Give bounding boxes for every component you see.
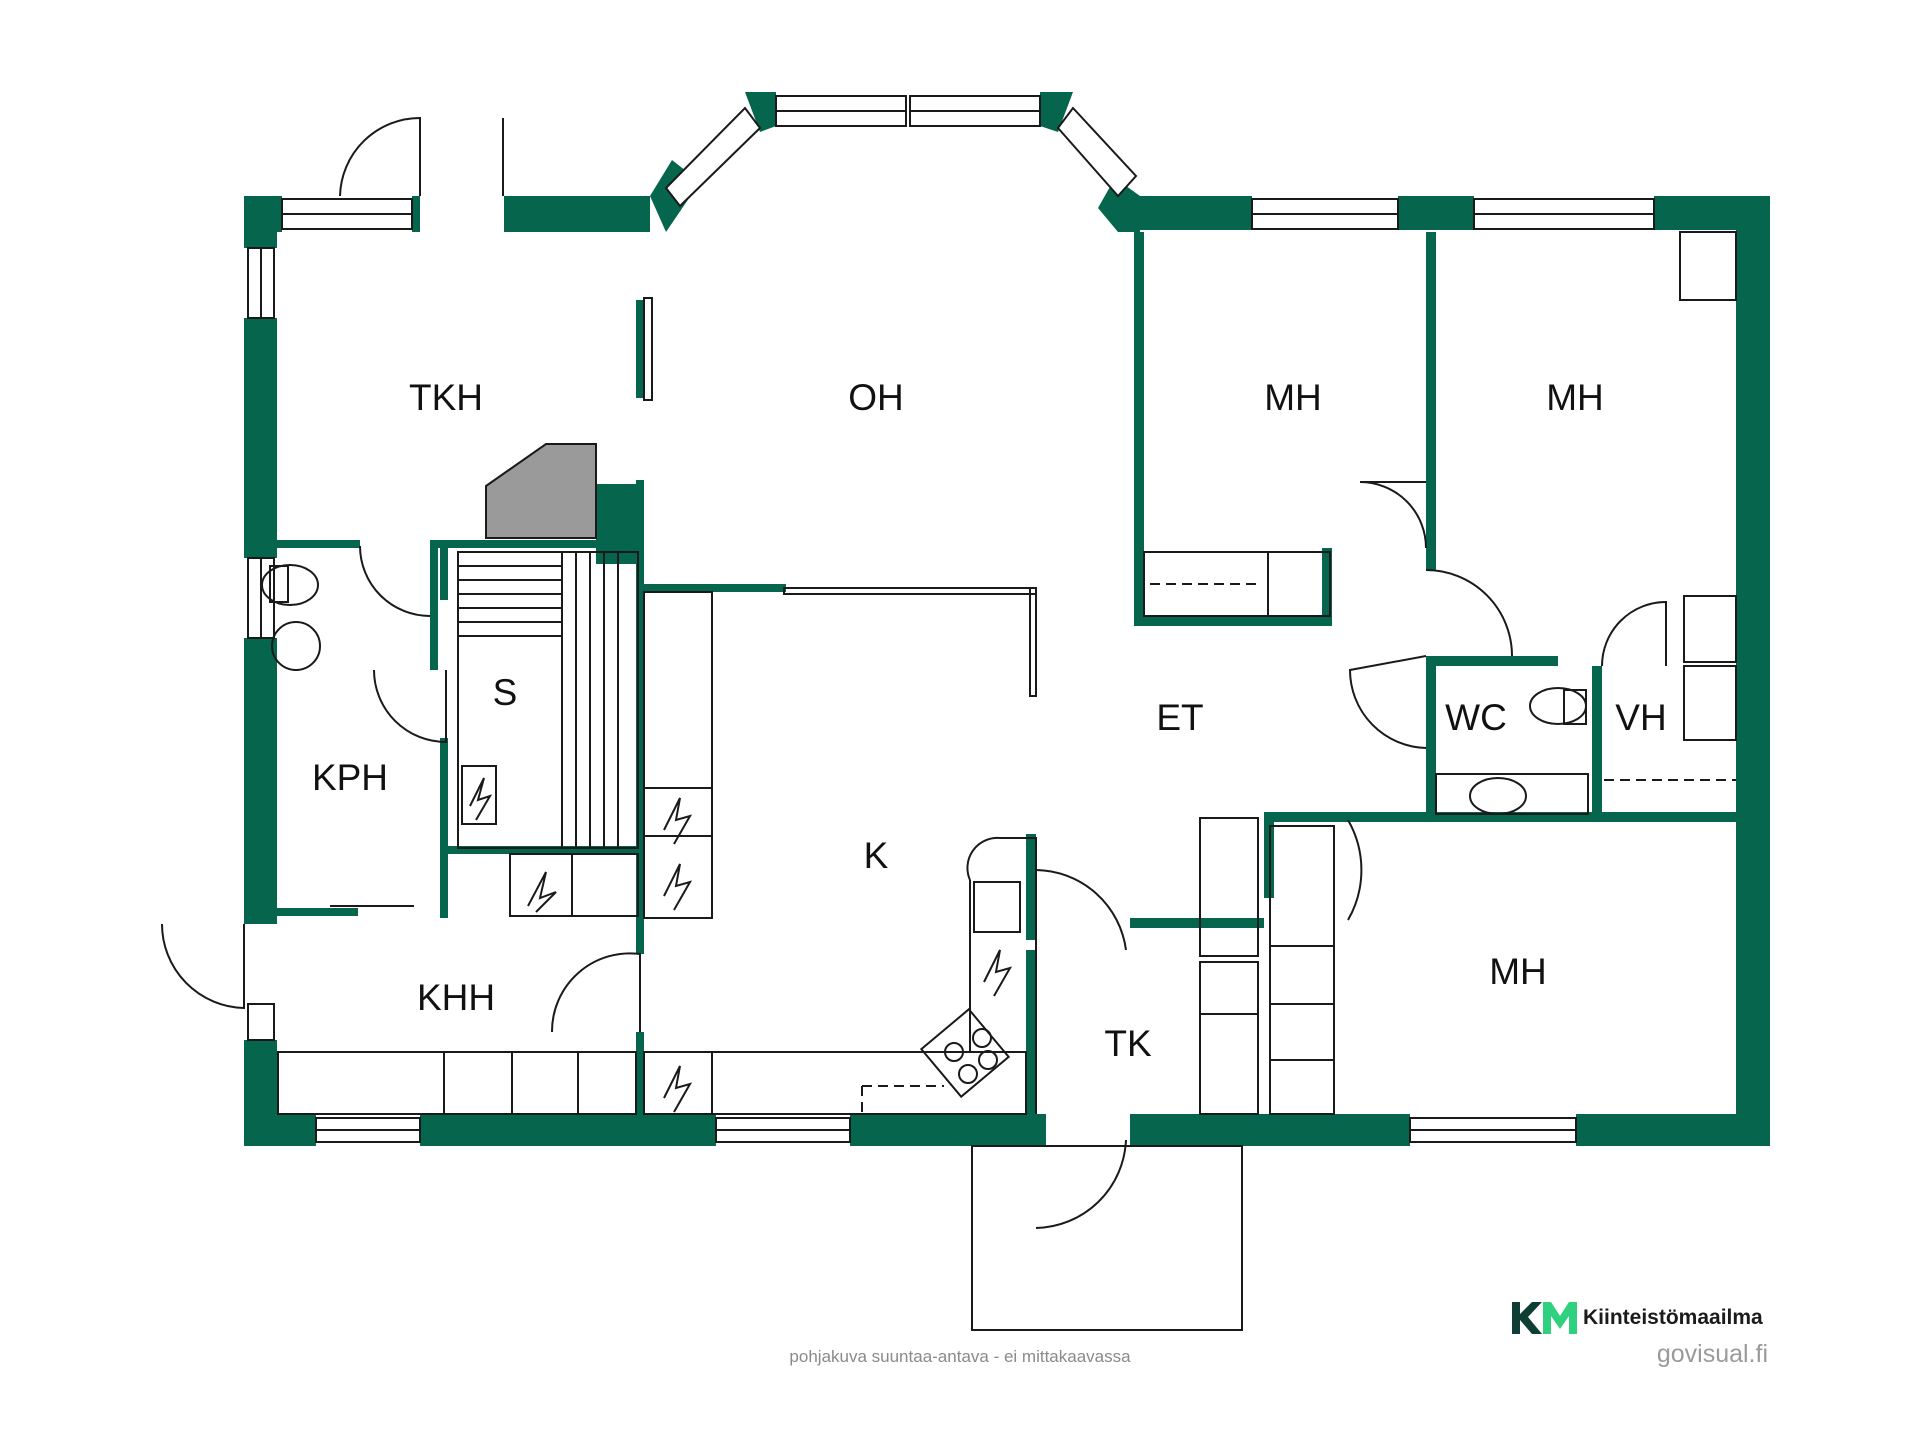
doors	[161, 116, 1667, 1229]
room-label-kph: KPH	[312, 757, 388, 798]
room-label-khh: KHH	[417, 977, 495, 1018]
fixtures	[261, 231, 1737, 1115]
room-label-tk: TK	[1104, 1023, 1152, 1064]
room-labels: TKH OH MH MH S KPH ET WC VH K KHH TK MH	[312, 377, 1667, 1064]
brand-name: Kiinteistömaailma	[1583, 1306, 1763, 1329]
room-label-wc: WC	[1445, 697, 1507, 738]
room-label-oh: OH	[848, 377, 904, 418]
room-label-k: K	[864, 835, 889, 876]
windows	[247, 95, 1655, 1143]
entry-step	[971, 1145, 1243, 1331]
outer-walls	[244, 92, 1770, 1146]
room-label-mh-1: MH	[1264, 377, 1322, 418]
room-label-mh-2: MH	[1546, 377, 1604, 418]
brand-logo-block: Kiinteistömaailma	[1510, 1300, 1763, 1336]
credit-text: govisual.fi	[1656, 1340, 1768, 1368]
km-logo-icon	[1512, 1302, 1577, 1334]
room-label-s: S	[493, 672, 518, 713]
disclaimer-caption: pohjakuva suuntaa-antava - ei mittakaava…	[789, 1347, 1131, 1366]
room-label-tkh: TKH	[409, 377, 483, 418]
room-label-mh-3: MH	[1489, 951, 1547, 992]
room-label-vh: VH	[1615, 697, 1666, 738]
room-label-et: ET	[1156, 697, 1203, 738]
appliance-symbols	[469, 777, 1013, 1113]
